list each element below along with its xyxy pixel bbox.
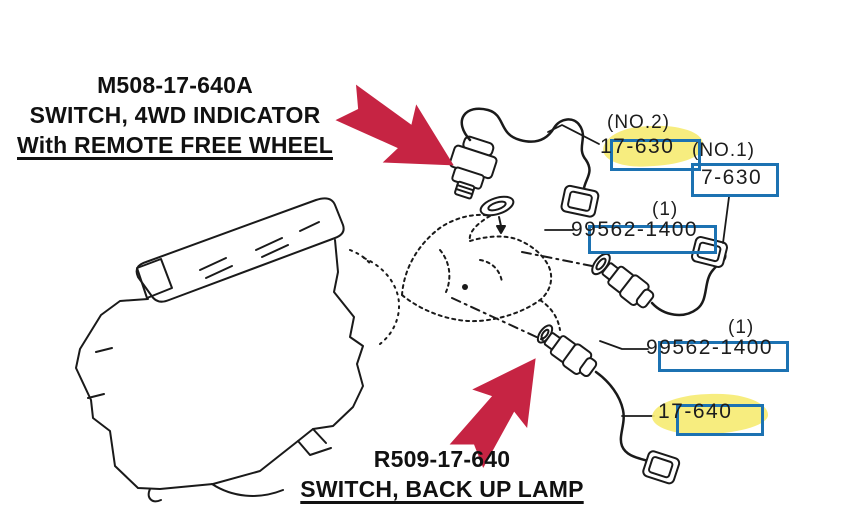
label-no1-qualifier: (NO.1) <box>692 140 755 161</box>
top-annotation-variant: With REMOTE FREE WHEEL <box>17 132 333 158</box>
bottom-annotation-name: SWITCH, BACK UP LAMP <box>300 476 584 502</box>
bottom-annotation: R509-17-640 SWITCH, BACK UP LAMP <box>282 444 602 504</box>
top-annotation-name: SWITCH, 4WD INDICATOR <box>29 102 321 128</box>
o-ring-pointer-line <box>498 216 502 227</box>
callout-box-17-640 <box>676 404 764 436</box>
callout-box-no2 <box>610 139 701 171</box>
indicator-switch-connector <box>560 184 600 218</box>
label-backup-part-number: 17-640 <box>658 400 733 423</box>
label-washer-upper-qualifier: (1) <box>652 199 679 220</box>
label-no1-part-number: 7-630 <box>701 166 763 189</box>
bellhousing-hidden-lines <box>349 249 400 345</box>
label-washer-lower-qualifier: (1) <box>728 317 755 338</box>
o-ring-pointer-arrowhead <box>496 225 506 234</box>
pointer-arrow-icon-bottom <box>449 358 536 469</box>
indicator-switch-no2-part <box>448 135 498 200</box>
callout-box-washer-lower <box>658 341 789 372</box>
callout-box-washer-upper <box>588 225 717 254</box>
backup-switch-connector <box>642 450 681 485</box>
pointer-arrow-icon-top <box>335 84 454 166</box>
backup-switch-wire <box>594 370 650 463</box>
engine-block-outline <box>75 239 364 503</box>
backup-lamp-switch-part <box>543 332 598 378</box>
label-washer-upper-part-number: 99562-1400 <box>571 218 699 241</box>
transfer-case-outline <box>401 213 561 331</box>
label-leader-lines <box>544 124 730 417</box>
callout-box-no1 <box>691 163 779 197</box>
engine-valve-cover <box>135 197 345 303</box>
attachment-dash-lines <box>451 251 593 341</box>
label-no2-part-number: 17-630 <box>600 135 675 158</box>
bolt-dot <box>462 284 468 290</box>
top-annotation: M508-17-640A SWITCH, 4WD INDICATOR With … <box>5 70 345 160</box>
bottom-annotation-part-code: R509-17-640 <box>373 446 511 472</box>
label-no2-qualifier: (NO.2) <box>607 112 670 133</box>
top-annotation-part-code: M508-17-640A <box>97 72 253 98</box>
indicator-switch-no1-part <box>601 262 655 309</box>
label-washer-lower-part-number: 99562-1400 <box>646 336 774 359</box>
o-ring-upper <box>479 195 515 217</box>
